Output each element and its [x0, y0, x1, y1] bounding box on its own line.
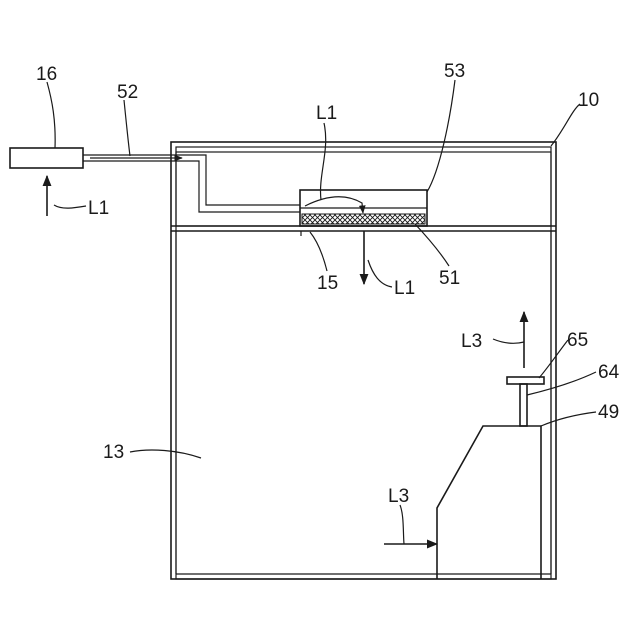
pipe-52-inner-upper	[171, 155, 300, 205]
label-l1-left: L1	[88, 198, 109, 219]
pipe-52-inner-lower	[171, 161, 300, 212]
plate-65	[507, 377, 544, 384]
label-13: 13	[103, 442, 124, 463]
gas-source-16	[10, 148, 83, 168]
leader-53	[427, 80, 455, 192]
label-l1-bottom: L1	[394, 278, 415, 299]
leader-13	[130, 450, 201, 458]
label-49: 49	[598, 402, 619, 423]
leader-l1-left	[54, 205, 86, 208]
leader-l1-top	[321, 123, 326, 200]
object-49	[437, 377, 544, 579]
leader-l3-bottom	[400, 505, 404, 544]
leader-65	[539, 340, 568, 378]
leader-52	[124, 100, 130, 156]
label-l3-top: L3	[461, 331, 482, 352]
leader-15	[310, 232, 327, 271]
leader-l3-top	[493, 339, 524, 343]
flow-curve-arrow	[305, 197, 363, 213]
leader-49	[541, 412, 596, 426]
label-15: 15	[317, 273, 338, 294]
label-16: 16	[36, 64, 57, 85]
label-10: 10	[578, 90, 599, 111]
filter-51	[302, 214, 425, 224]
label-53: 53	[444, 61, 465, 82]
object-49-body	[437, 426, 541, 579]
label-l1-top: L1	[316, 103, 337, 124]
label-52: 52	[117, 82, 138, 103]
leader-lines	[47, 80, 596, 544]
label-64: 64	[598, 362, 620, 383]
label-65: 65	[567, 330, 588, 351]
label-l3-bottom: L3	[388, 486, 409, 507]
reference-labels: 16 52 53 10 L1 L1 15 L1 51 L3 65 64 49 1…	[36, 61, 620, 507]
leader-l1-bottom	[368, 260, 392, 287]
leader-16	[47, 82, 55, 148]
label-51: 51	[439, 268, 460, 289]
filter-unit-53	[300, 190, 427, 226]
rod-64	[520, 384, 527, 426]
leader-10	[551, 104, 580, 146]
pipe-52	[83, 155, 300, 212]
